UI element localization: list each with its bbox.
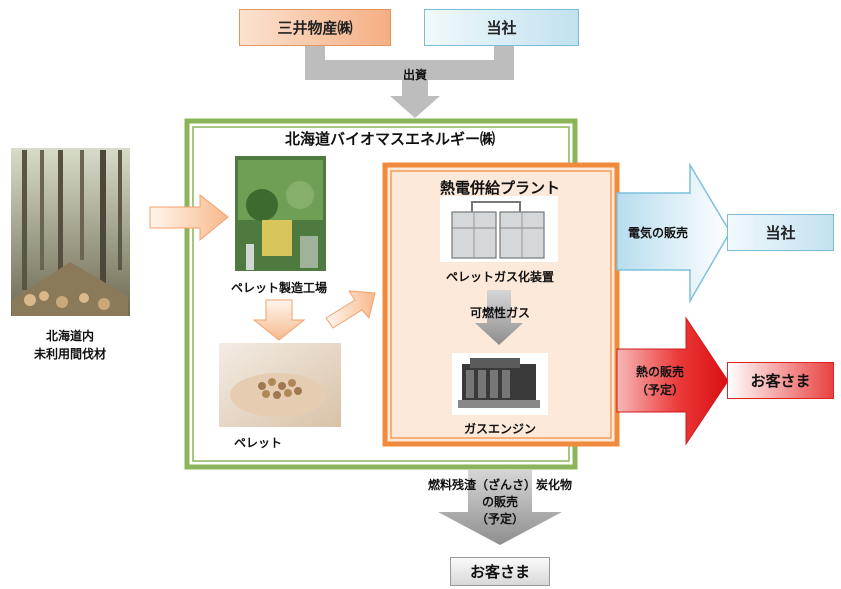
source-label-line2: 未利用間伐材 xyxy=(33,347,106,361)
heat-target-label: お客さま xyxy=(750,372,811,390)
heat-sale-label-line1: 熱の販売 xyxy=(635,365,684,379)
residue-target-label: お客さま xyxy=(469,563,530,581)
investment-arrow xyxy=(305,46,514,118)
pellet-photo xyxy=(219,343,341,427)
electricity-sale-label: 電気の販売 xyxy=(627,226,688,240)
company-investor-label: 当社 xyxy=(486,19,517,37)
gas-engine-label: ガスエンジン xyxy=(463,422,536,436)
company-investor-box: 当社 xyxy=(424,9,579,46)
residue-sale-line1: 燃料残渣（ざんさ）炭化物 xyxy=(427,478,572,492)
arrow-to-factory xyxy=(149,193,229,242)
investment-label: 出資 xyxy=(402,68,427,82)
mitsui-box: 三井物産㈱ xyxy=(239,9,391,46)
pellet-factory-label: ペレット製造工場 xyxy=(230,281,327,295)
electricity-target-box: 当社 xyxy=(727,214,834,251)
residue-target-box: お客さま xyxy=(450,557,550,586)
gasifier-illustration xyxy=(440,196,558,262)
heat-sale-label-line2: （予定） xyxy=(635,383,684,397)
factory-photo xyxy=(235,156,326,271)
gas-arrow xyxy=(475,290,523,345)
residue-sale-line3: （予定） xyxy=(475,512,524,526)
arrow-to-plant xyxy=(325,290,376,329)
gas-engine-illustration xyxy=(452,353,548,415)
plant-title: 熱電併給プラント xyxy=(439,179,560,197)
source-label-line1: 北海道内 xyxy=(45,329,94,343)
pellet-label: ペレット xyxy=(233,436,282,450)
heat-target-box: お客さま xyxy=(727,362,834,399)
gas-label: 可燃性ガス xyxy=(469,306,530,320)
arrow-to-pellet xyxy=(252,299,306,341)
gasifier-label: ペレットガス化装置 xyxy=(445,270,554,284)
main-company-title: 北海道バイオマスエネルギー㈱ xyxy=(284,130,495,148)
heat-arrow xyxy=(616,316,729,446)
residue-arrow xyxy=(438,470,562,545)
mitsui-label: 三井物産㈱ xyxy=(277,19,353,37)
forest-photo xyxy=(11,148,130,316)
residue-sale-line2: の販売 xyxy=(481,495,518,509)
electricity-target-label: 当社 xyxy=(765,224,796,242)
electricity-arrow xyxy=(616,162,731,304)
